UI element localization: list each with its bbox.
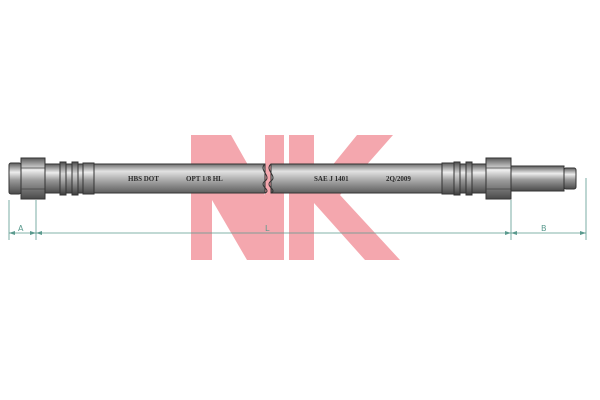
dimension-lines: A L B [8, 178, 587, 240]
marking-sae: SAE J 1401 [314, 175, 349, 183]
marking-hbs-dot: HBS DOT [128, 175, 159, 183]
marking-opt: OPT 1/8 HL [186, 175, 223, 183]
dim-label-b: B [541, 224, 547, 233]
brake-hose: HBS DOT OPT 1/8 HL SAE J 1401 2Q/2009 [8, 157, 577, 200]
left-fitting [8, 157, 95, 200]
right-fitting [441, 157, 577, 200]
dim-label-l: L [265, 224, 270, 233]
dim-label-a: A [18, 224, 24, 233]
marking-date: 2Q/2009 [386, 175, 411, 183]
nk-logo [191, 135, 400, 260]
